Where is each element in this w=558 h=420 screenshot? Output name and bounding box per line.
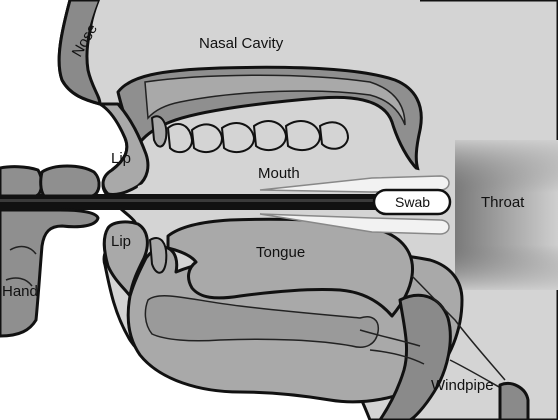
label-throat: Throat xyxy=(481,194,525,211)
label-tongue: Tongue xyxy=(256,244,305,261)
throat-shade xyxy=(455,140,558,290)
label-mouth: Mouth xyxy=(258,165,300,182)
windpipe-tube xyxy=(500,383,528,420)
label-swab: Swab xyxy=(395,194,430,210)
label-lip-lower: Lip xyxy=(111,233,131,250)
label-windpipe: Windpipe xyxy=(431,377,494,394)
label-lip-upper: Lip xyxy=(111,150,131,167)
lower-teeth xyxy=(150,238,166,273)
label-nasal-cavity: Nasal Cavity xyxy=(199,35,284,52)
swab-stick-highlight xyxy=(0,199,378,202)
label-hand: Hand xyxy=(2,283,38,300)
